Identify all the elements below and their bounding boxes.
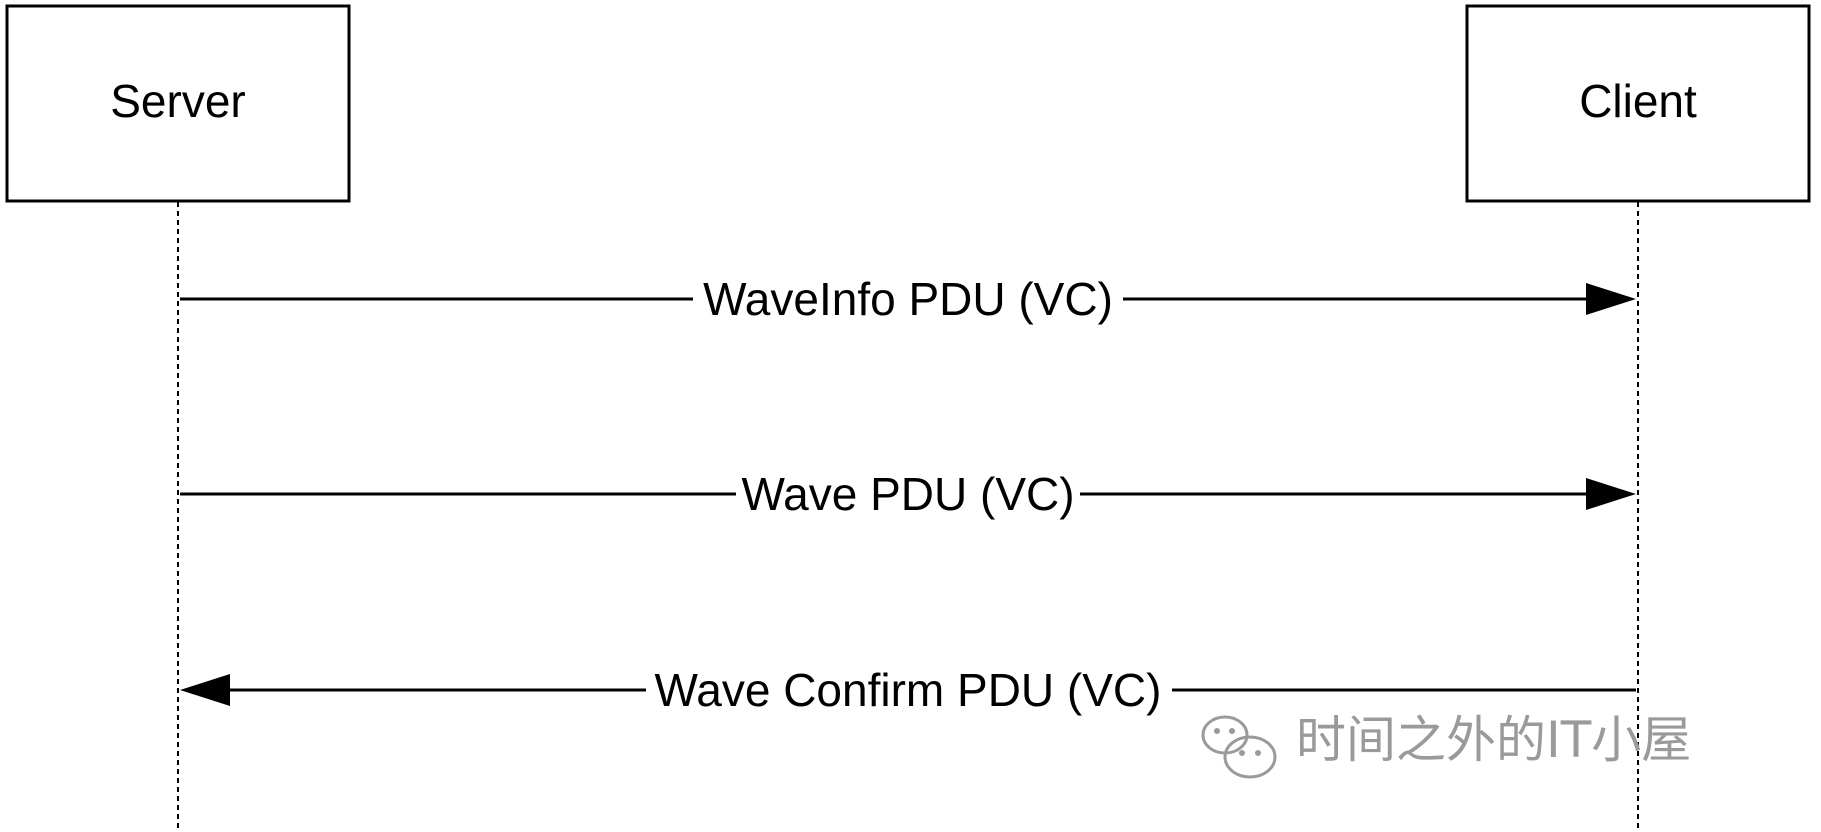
- message-label: Wave Confirm PDU (VC): [655, 664, 1162, 716]
- watermark: 时间之外的IT小屋: [1201, 711, 1691, 779]
- watermark-text: 时间之外的IT小屋: [1296, 711, 1691, 769]
- arrowhead-right-icon: [1586, 283, 1636, 315]
- participant-label-server: Server: [110, 75, 245, 127]
- message-wave-pdu: Wave PDU (VC): [180, 468, 1636, 520]
- arrowhead-right-icon: [1586, 478, 1636, 510]
- wechat-icon: [1201, 715, 1277, 779]
- participant-label-client: Client: [1579, 75, 1697, 127]
- message-label: Wave PDU (VC): [741, 468, 1074, 520]
- participant-box-client: [1465, 4, 1811, 203]
- participant-box-server: [5, 4, 351, 203]
- participant-client: Client: [1465, 4, 1811, 203]
- participant-server: Server: [5, 4, 351, 203]
- message-waveinfo-pdu: WaveInfo PDU (VC): [180, 273, 1636, 325]
- message-label: WaveInfo PDU (VC): [703, 273, 1113, 325]
- arrowhead-left-icon: [180, 674, 230, 706]
- message-wave-confirm-pdu: Wave Confirm PDU (VC): [180, 664, 1636, 716]
